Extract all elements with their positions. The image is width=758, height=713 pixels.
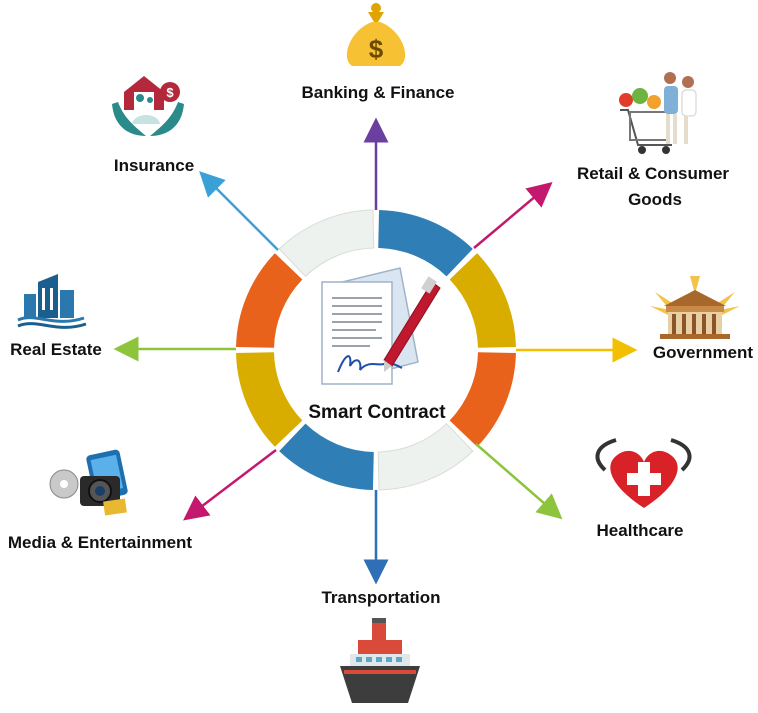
arrow-media <box>183 449 277 521</box>
ring-segment-orange-left <box>236 253 303 348</box>
label-insurance: Insurance <box>114 156 194 175</box>
label-media: Media & Entertainment <box>8 533 193 552</box>
arrow-retail <box>473 181 553 249</box>
label-retail-line2: Goods <box>628 190 682 209</box>
label-healthcare: Healthcare <box>597 521 684 540</box>
money-bag-icon: $ <box>346 3 406 66</box>
ring-segment-blue-bottom <box>279 423 374 490</box>
film-camera-icon <box>49 449 128 516</box>
arrow-healthcare <box>475 443 563 520</box>
label-realestate: Real Estate <box>10 340 102 359</box>
ring-segment-gold-left <box>236 352 303 447</box>
shopping-cart-icon <box>619 72 697 154</box>
label-retail-line1: Retail & Consumer <box>577 164 729 183</box>
svg-text:$: $ <box>369 34 384 64</box>
city-buildings-icon <box>17 274 87 329</box>
ship-icon <box>340 618 420 703</box>
contract-signature-pen-icon <box>321 267 441 385</box>
family-protection-icon: $ <box>112 76 184 136</box>
label-transportation: Transportation <box>321 588 440 607</box>
arrows <box>113 117 638 585</box>
ring-segment-light-bottom <box>377 422 474 491</box>
ring-segment-light-top <box>278 209 375 278</box>
ring-segment-gold-right <box>449 253 516 348</box>
arrow-insurance <box>199 171 279 251</box>
label-government: Government <box>653 343 753 362</box>
svg-text:$: $ <box>166 85 174 100</box>
ring-segment-blue-top <box>378 210 473 277</box>
label-banking: Banking & Finance <box>301 83 454 102</box>
medical-heart-hands-icon <box>595 438 692 508</box>
center-label: Smart Contract <box>308 402 446 423</box>
government-building-icon <box>650 276 740 339</box>
ring-segment-orange-right <box>449 352 516 447</box>
